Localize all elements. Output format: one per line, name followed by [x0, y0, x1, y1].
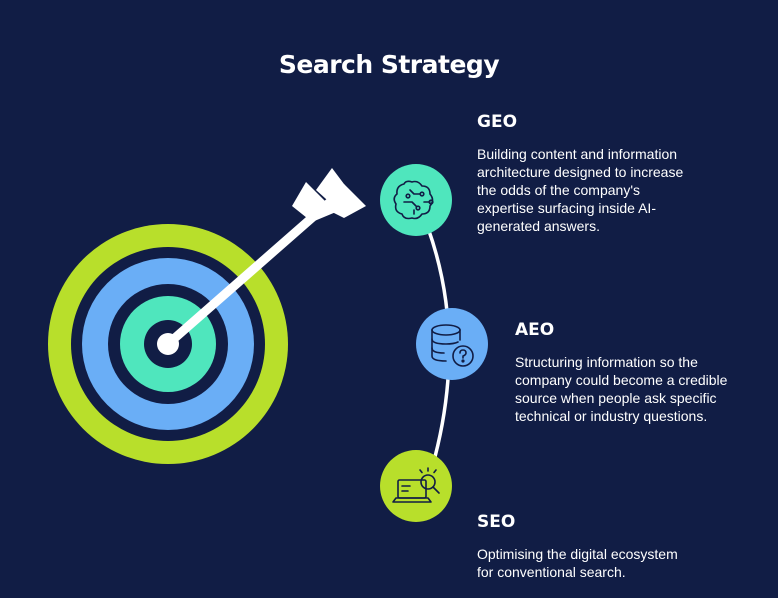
arrow-icon — [157, 168, 366, 355]
aeo-title: AEO — [515, 320, 555, 340]
geo-title: GEO — [477, 112, 518, 132]
aeo-description: Structuring information so the company c… — [515, 354, 728, 424]
aeo-node — [416, 308, 488, 380]
geo-description: Building content and information archite… — [477, 146, 684, 234]
seo-node — [380, 450, 452, 522]
brain-circuit-icon — [393, 180, 434, 220]
laptop-search-icon — [392, 467, 440, 503]
geo-node — [380, 164, 452, 236]
database-question-icon — [431, 324, 474, 367]
seo-description: Optimising the digital ecosystem for con… — [477, 546, 678, 580]
seo-title: SEO — [477, 512, 516, 532]
diagram-title: Search Strategy — [278, 50, 500, 79]
